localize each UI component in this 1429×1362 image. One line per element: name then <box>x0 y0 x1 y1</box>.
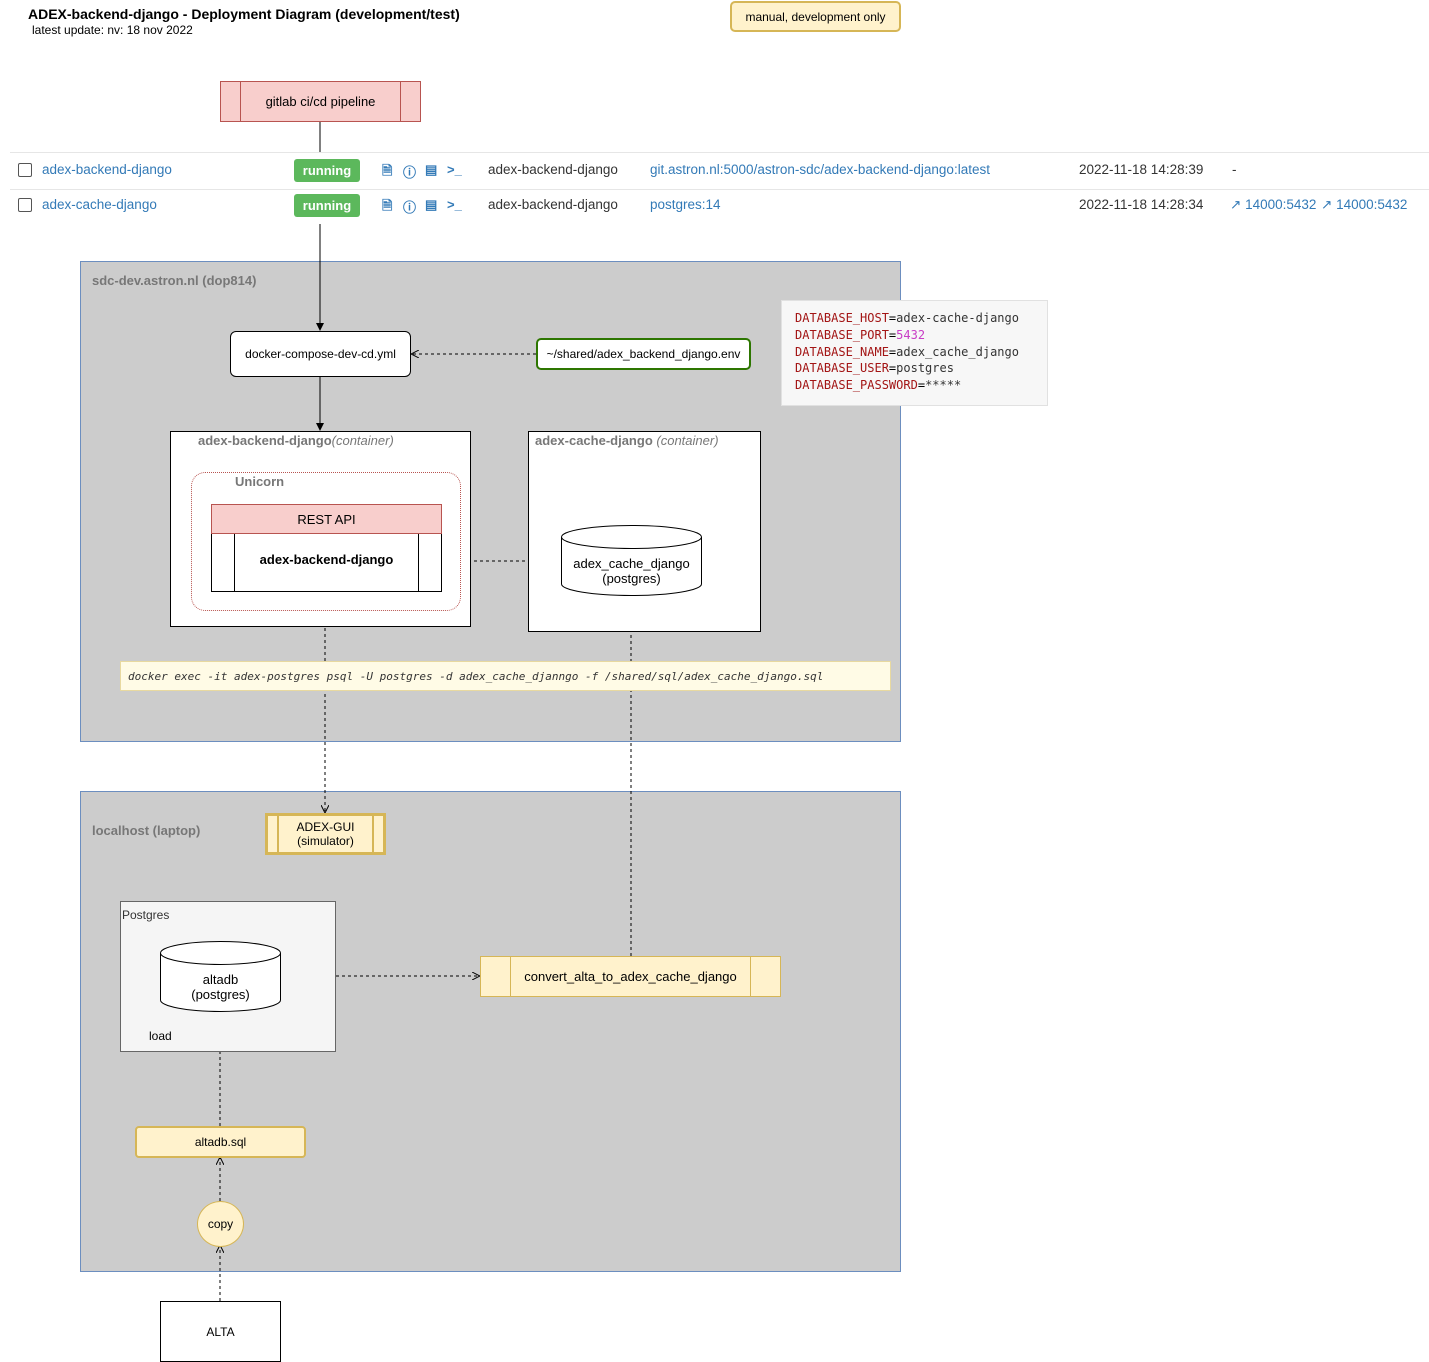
local-host-label: localhost (laptop) <box>92 823 201 838</box>
container-name-link[interactable]: adex-backend-django <box>42 162 172 177</box>
cache-db-name: adex_cache_django <box>573 556 690 571</box>
table-row: adex-backend-django running 🗎 ⓘ ▤ >_ ade… <box>10 152 1429 190</box>
file-icon[interactable]: 🗎 <box>382 198 393 213</box>
ports-value: - <box>1232 162 1237 177</box>
copy-step: copy <box>197 1201 244 1247</box>
container-name-link[interactable]: adex-cache-django <box>42 197 157 212</box>
diagram-subtitle: latest update: nv: 18 nov 2022 <box>32 23 193 37</box>
status-badge: running <box>294 194 360 217</box>
env-key: DATABASE_USER <box>795 361 889 376</box>
env-key: DATABASE_HOST <box>795 311 889 325</box>
image-link[interactable]: postgres:14 <box>650 197 721 212</box>
postgres-label: Postgres <box>122 908 170 922</box>
created-time: 2022-11-18 14:28:34 <box>1079 197 1204 212</box>
note-manual-dev: manual, development only <box>730 1 901 32</box>
port-link-label: 14000:5432 <box>1336 197 1408 212</box>
adex-gui-sublabel: (simulator) <box>297 834 354 848</box>
adex-gui-process: ADEX-GUI (simulator) <box>265 813 386 855</box>
env-value: 5432 <box>896 327 926 342</box>
image-link[interactable]: git.astron.nl:5000/astron-sdc/adex-backe… <box>650 162 990 177</box>
info-icon[interactable]: ⓘ <box>403 200 417 215</box>
external-link-icon: ↗ <box>1321 197 1333 212</box>
info-icon[interactable]: ⓘ <box>403 165 417 180</box>
stats-icon[interactable]: ▤ <box>425 162 438 177</box>
env-value: postgres <box>896 361 954 376</box>
env-key: DATABASE_NAME <box>795 344 889 359</box>
backend-container-label: adex-backend-django(container) <box>198 433 394 448</box>
env-value: adex-cache-django <box>896 311 1019 325</box>
row-checkbox[interactable] <box>18 198 32 212</box>
pipeline-label: gitlab ci/cd pipeline <box>265 94 376 109</box>
altadb-type: (postgres) <box>191 987 250 1002</box>
terminal-icon[interactable]: >_ <box>447 162 462 177</box>
altadb-database: altadb (postgres) <box>160 941 281 1012</box>
stack-name: adex-backend-django <box>488 197 618 212</box>
gitlab-pipeline-process: gitlab ci/cd pipeline <box>220 81 421 122</box>
diagram-title: ADEX-backend-django - Deployment Diagram… <box>28 6 460 22</box>
cache-db-type: (postgres) <box>602 571 661 586</box>
port-link[interactable]: ↗ 14000:5432 <box>1321 197 1407 213</box>
env-value: ***** <box>925 378 962 393</box>
server-host-label: sdc-dev.astron.nl (dop814) <box>92 273 257 288</box>
row-checkbox[interactable] <box>18 163 32 177</box>
external-link-icon: ↗ <box>1230 197 1242 212</box>
altadb-sql-file: altadb.sql <box>135 1126 306 1158</box>
stack-name: adex-backend-django <box>488 162 618 177</box>
backend-app-process: adex-backend-django <box>211 534 442 592</box>
backend-container: adex-backend-django(container) Unicorn R… <box>170 431 471 627</box>
cache-container-label: adex-cache-django (container) <box>535 433 719 448</box>
port-link[interactable]: ↗ 14000:5432 <box>1230 197 1316 213</box>
altadb-name: altadb <box>202 972 239 987</box>
alta-source: ALTA <box>160 1301 281 1362</box>
env-key: DATABASE_PASSWORD <box>795 378 918 393</box>
cache-database: adex_cache_django (postgres) <box>561 525 702 596</box>
unicorn-label: Unicorn <box>235 474 285 489</box>
load-label: load <box>149 1029 172 1043</box>
adex-gui-label: ADEX-GUI <box>296 820 355 834</box>
env-value: adex_cache_django <box>896 344 1019 359</box>
rest-api-box: REST API <box>211 504 442 534</box>
compose-file: docker-compose-dev-cd.yml <box>230 331 411 377</box>
status-badge: running <box>294 159 360 182</box>
database-cylinder-icon <box>561 525 702 596</box>
env-key: DATABASE_PORT <box>795 327 889 342</box>
convert-label: convert_alta_to_adex_cache_django <box>524 969 737 984</box>
file-icon[interactable]: 🗎 <box>382 163 393 178</box>
unicorn-group: Unicorn <box>191 472 461 611</box>
env-file: ~/shared/adex_backend_django.env <box>536 338 751 370</box>
terminal-icon[interactable]: >_ <box>447 197 462 212</box>
containers-table: adex-backend-django running 🗎 ⓘ ▤ >_ ade… <box>0 152 1429 224</box>
convert-process: convert_alta_to_adex_cache_django <box>480 956 781 997</box>
backend-app-label: adex-backend-django <box>259 552 394 567</box>
stats-icon[interactable]: ▤ <box>425 197 438 212</box>
table-row: adex-cache-django running 🗎 ⓘ ▤ >_ adex-… <box>10 188 1429 224</box>
created-time: 2022-11-18 14:28:39 <box>1079 162 1204 177</box>
env-code-block: DATABASE_HOST=adex-cache-django DATABASE… <box>781 300 1048 406</box>
port-link-label: 14000:5432 <box>1245 197 1317 212</box>
database-cylinder-icon <box>160 941 281 1012</box>
docker-exec-command: docker exec -it adex-postgres psql -U po… <box>120 661 891 691</box>
